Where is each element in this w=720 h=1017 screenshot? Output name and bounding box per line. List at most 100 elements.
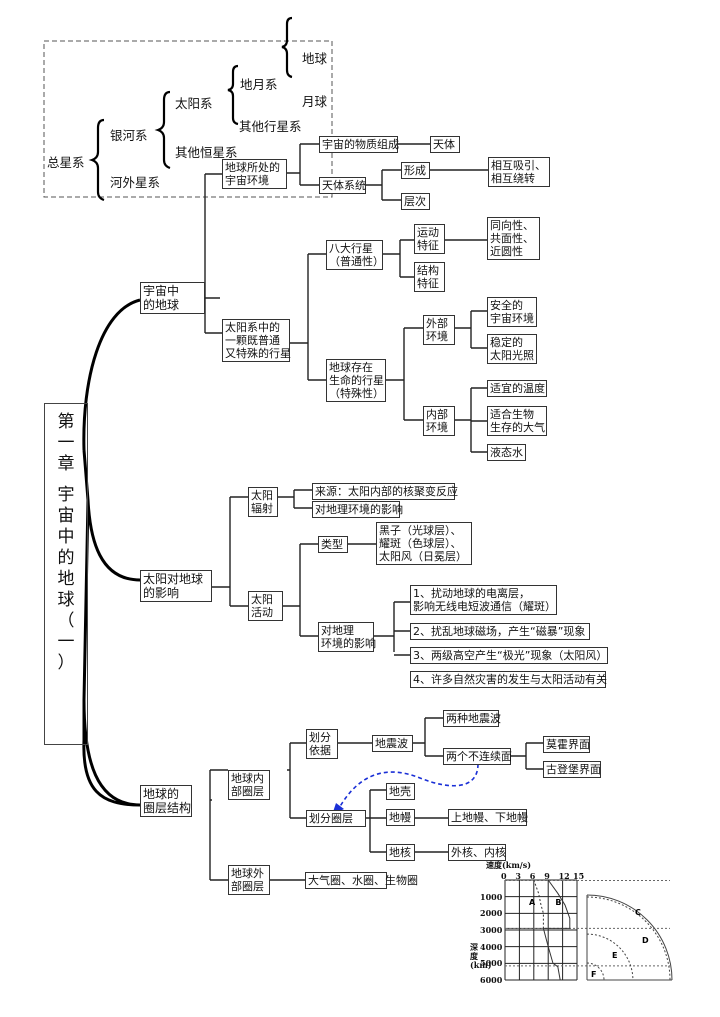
effect-ionosphere: 1、扰动地球的电离层， 影响无线电短波通信（耀斑） bbox=[410, 585, 557, 615]
matter-composition: 宇宙的物质组成 bbox=[319, 136, 399, 153]
y-tick-label: 6000 bbox=[480, 975, 503, 985]
title-char: 地 bbox=[57, 569, 75, 589]
x-tick-label: 0 bbox=[501, 871, 507, 881]
inner-layers: 地球内 部圈层 bbox=[228, 770, 270, 800]
layer-division: 划分圈层 bbox=[306, 810, 366, 827]
two-discontinuities: 两个不连续面 bbox=[443, 748, 512, 765]
gutenberg-boundary: 古登堡界面 bbox=[543, 761, 601, 778]
label-B: B bbox=[555, 898, 561, 907]
solar-radiation: 太阳 辐射 bbox=[248, 487, 278, 517]
label-E: E bbox=[612, 951, 617, 960]
x-tick-label: 9 bbox=[544, 871, 550, 881]
title-char: ） bbox=[57, 653, 75, 673]
stable-sunlight: 稳定的 太阳光照 bbox=[487, 334, 537, 364]
suitable-temperature: 适宜的温度 bbox=[487, 380, 547, 397]
x-tick-label: 15 bbox=[573, 871, 585, 881]
solar-activity: 太阳 活动 bbox=[248, 591, 283, 621]
solar-system: 太阳系 bbox=[175, 96, 213, 111]
chart-xlabel: 速度(km/s) bbox=[486, 860, 532, 870]
types-detail: 黑子（光球层）、 耀斑（色球层）、 太阳风（日冕层） bbox=[376, 522, 472, 565]
core: 地核 bbox=[386, 844, 415, 861]
earth: 地球 bbox=[302, 51, 328, 66]
branch-universe-earth: 宇宙中 的地球 bbox=[140, 282, 205, 314]
series-A bbox=[505, 879, 544, 929]
x-tick-label: 6 bbox=[529, 871, 536, 881]
energy-source: 来源：太阳内部的核聚变反应 bbox=[312, 483, 458, 500]
y-tick-label: 2000 bbox=[480, 908, 503, 919]
motion-detail: 同向性、 共面性、 近圆性 bbox=[487, 217, 540, 260]
title-char: 的 bbox=[57, 548, 75, 568]
crust-arc bbox=[586, 894, 673, 981]
extragalactic: 河外星系 bbox=[110, 175, 161, 190]
x-tick-label: 12 bbox=[558, 871, 570, 881]
title-char: （ bbox=[57, 611, 75, 631]
formation-detail: 相互吸引、 相互绕转 bbox=[488, 157, 550, 187]
division-basis: 划分 依据 bbox=[306, 729, 338, 759]
core-detail: 外核、内核 bbox=[448, 844, 506, 861]
levels: 层次 bbox=[401, 193, 430, 210]
effect-magnetic-storm: 2、扰乱地球磁场，产生“磁暴”现象 bbox=[410, 623, 590, 640]
env-effect: 对地理环境的影响 bbox=[312, 501, 403, 518]
series-B bbox=[542, 879, 571, 981]
title-char: 宇 bbox=[57, 485, 75, 505]
seismic-waves: 地震波 bbox=[372, 735, 413, 752]
title-char: 第 bbox=[57, 412, 75, 432]
label-C: C bbox=[635, 908, 641, 917]
mantle-detail: 上地幔、下地幔 bbox=[448, 809, 528, 826]
title-char: 一 bbox=[57, 433, 75, 453]
milky-way: 银河系 bbox=[110, 128, 148, 143]
eight-planets: 八大行星 （普通性） bbox=[326, 240, 384, 270]
structure-features: 结构 特征 bbox=[414, 262, 445, 292]
branch-sun-effect: 太阳对地球 的影响 bbox=[140, 570, 212, 602]
seismic-chart: A B C D E F bbox=[504, 879, 673, 981]
safe-environment: 安全的 宇宙环境 bbox=[487, 297, 537, 327]
title-char: 章 bbox=[57, 454, 75, 474]
y-tick-label: 4000 bbox=[480, 941, 503, 952]
liquid-water: 液态水 bbox=[487, 444, 526, 461]
branch-earth-layers: 地球的 圈层结构 bbox=[140, 785, 192, 817]
chapter-title: 第 一 章 宇 宙 中 的 地 球 （ 一 ） bbox=[44, 403, 88, 745]
moho-boundary: 莫霍界面 bbox=[543, 736, 590, 753]
y-tick-label: 5000 bbox=[480, 958, 503, 969]
mantle: 地幔 bbox=[386, 809, 415, 826]
label-A: A bbox=[529, 898, 536, 907]
suitable-atmosphere: 适合生物 生存的大气 bbox=[487, 406, 547, 436]
outer-layers: 地球外 部圈层 bbox=[228, 865, 270, 895]
inner-core-arc bbox=[586, 962, 605, 981]
two-wave-types: 两种地震波 bbox=[443, 710, 501, 727]
cosmic-environment: 地球所处的 宇宙环境 bbox=[222, 159, 287, 189]
external-env: 外部 环境 bbox=[423, 315, 455, 345]
title-char: 一 bbox=[57, 632, 75, 652]
y-tick-label: 3000 bbox=[480, 925, 503, 935]
label-D: D bbox=[642, 936, 649, 945]
moho-arc bbox=[586, 896, 671, 981]
life-planet: 地球存在 生命的行星 （特殊性） bbox=[326, 359, 386, 402]
title-char: 中 bbox=[57, 527, 75, 547]
special-planet: 太阳系中的 一颗既普通 又特殊的行星 bbox=[222, 319, 291, 362]
outer-layers-detail: 大气圈、水圈、生物圈 bbox=[305, 872, 418, 889]
braces bbox=[88, 16, 293, 202]
moon: 月球 bbox=[302, 94, 328, 109]
label-F: F bbox=[591, 970, 596, 979]
main-spine bbox=[82, 298, 141, 807]
blue-arrow bbox=[337, 763, 479, 811]
effect-aurora: 3、两级高空产生“极光”现象（太阳风） bbox=[410, 647, 608, 664]
activity-types: 类型 bbox=[318, 536, 348, 553]
total-galaxy: 总星系 bbox=[47, 155, 85, 170]
celestial-body: 天体 bbox=[430, 136, 460, 153]
title-char: 宙 bbox=[57, 506, 75, 526]
motion-features: 运动 特征 bbox=[414, 224, 445, 254]
other-planet-systems: 其他行星系 bbox=[239, 119, 302, 134]
formation: 形成 bbox=[401, 162, 430, 179]
effect-disasters: 4、许多自然灾害的发生与太阳活动有关 bbox=[410, 671, 607, 688]
title-gap bbox=[45, 475, 87, 485]
earth-moon-system: 地月系 bbox=[240, 77, 278, 92]
gutenberg-arc bbox=[586, 933, 634, 981]
internal-env: 内部 环境 bbox=[423, 406, 455, 436]
crust: 地壳 bbox=[386, 783, 415, 800]
other-star-systems: 其他恒星系 bbox=[175, 145, 238, 160]
geo-effect: 对地理 环境的影响 bbox=[318, 622, 376, 652]
tree-connectors bbox=[204, 143, 543, 881]
celestial-system: 天体系统 bbox=[319, 177, 366, 194]
